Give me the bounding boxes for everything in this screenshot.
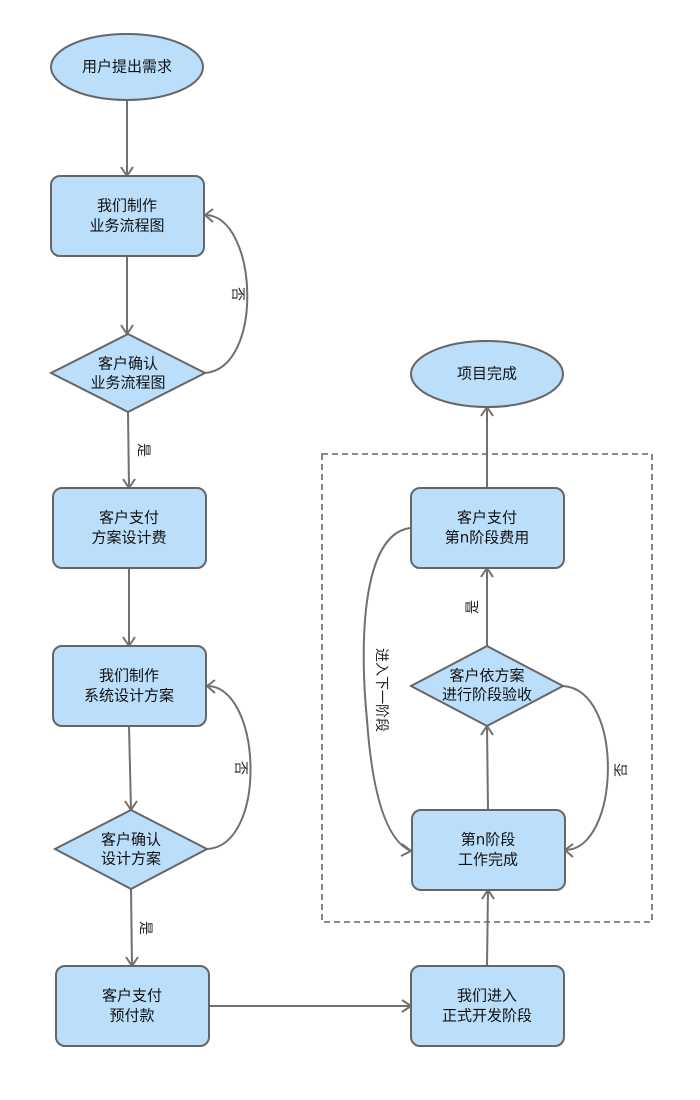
edge-confirm-flow-no — [203, 214, 249, 374]
node-confirm-flow[interactable]: 客户确认 业务流程图 — [48, 332, 208, 414]
edge-dev-to-stage-done — [486, 889, 489, 967]
node-label-line-1: 客户支付 — [99, 509, 159, 527]
process-box — [55, 965, 210, 1047]
end-ellipse — [410, 340, 564, 408]
node-user-request[interactable]: 用户提出需求 — [50, 33, 204, 101]
node-make-design[interactable]: 我们制作 系统设计方案 — [52, 645, 207, 727]
process-box — [50, 175, 205, 257]
edge-confirm-design-no — [206, 685, 252, 850]
node-label-line-2: 进行阶段验收 — [442, 686, 532, 704]
node-label: 用户提出需求 — [82, 58, 172, 76]
decision-diamond — [52, 808, 210, 891]
node-label-line-2: 第n阶段费用 — [445, 529, 530, 547]
edge-accept-no — [562, 685, 609, 851]
node-label-line-2: 工作完成 — [458, 851, 518, 869]
node-confirm-design[interactable]: 客户确认 设计方案 — [52, 808, 210, 891]
node-label-line-1: 我们进入 — [457, 987, 517, 1005]
decision-diamond — [408, 644, 566, 728]
edge-confirm-flow-yes — [127, 411, 130, 489]
process-box — [52, 645, 207, 727]
node-pay-stage[interactable]: 客户支付 第n阶段费用 — [410, 487, 565, 569]
node-label-line-2: 系统设计方案 — [84, 687, 174, 705]
label-flow-yes: 是 — [135, 443, 151, 457]
node-label-line-1: 第n阶段 — [461, 831, 516, 849]
node-label-line-1: 客户确认 — [101, 831, 161, 849]
process-box — [52, 487, 207, 569]
label-design-no: 否 — [232, 761, 248, 775]
edge-confirm-design-yes — [130, 888, 133, 967]
label-accept-yes: 是 — [465, 600, 481, 614]
edge-make-design-to-confirm — [128, 725, 132, 811]
node-label-line-2: 业务流程图 — [89, 217, 164, 235]
label-design-yes: 是 — [137, 921, 153, 935]
process-box — [411, 809, 566, 891]
node-label: 项目完成 — [457, 365, 517, 383]
start-ellipse — [50, 33, 204, 101]
node-project-done[interactable]: 项目完成 — [410, 340, 564, 408]
node-stage-accept[interactable]: 客户依方案 进行阶段验收 — [408, 644, 566, 728]
process-box — [410, 965, 565, 1047]
process-box — [410, 487, 565, 569]
node-pay-design-fee[interactable]: 客户支付 方案设计费 — [52, 487, 207, 569]
node-label-line-1: 客户支付 — [457, 509, 517, 527]
node-label-line-1: 客户支付 — [102, 987, 162, 1005]
node-label-line-1: 客户依方案 — [449, 667, 524, 685]
node-label-line-2: 方案设计费 — [91, 529, 166, 547]
node-label-line-2: 设计方案 — [101, 850, 161, 868]
label-flow-no: 否 — [229, 287, 245, 301]
node-label-line-1: 我们制作 — [99, 667, 159, 685]
edge-stage-done-to-accept — [486, 725, 489, 811]
node-pay-advance[interactable]: 客户支付 预付款 — [55, 965, 210, 1047]
node-label-line-2: 预付款 — [109, 1007, 154, 1025]
label-accept-no: 否 — [614, 763, 630, 777]
node-stage-done[interactable]: 第n阶段 工作完成 — [411, 809, 566, 891]
decision-diamond — [48, 332, 208, 414]
node-label-line-2: 正式开发阶段 — [442, 1007, 532, 1025]
label-next-stage: 进入下一阶段 — [373, 648, 389, 732]
node-enter-dev[interactable]: 我们进入 正式开发阶段 — [410, 965, 565, 1047]
node-label-line-1: 客户确认 — [98, 355, 158, 373]
node-make-flow[interactable]: 我们制作 业务流程图 — [50, 175, 205, 257]
edge-next-stage — [362, 527, 412, 852]
node-label-line-2: 业务流程图 — [90, 374, 165, 392]
node-label-line-1: 我们制作 — [97, 197, 157, 215]
